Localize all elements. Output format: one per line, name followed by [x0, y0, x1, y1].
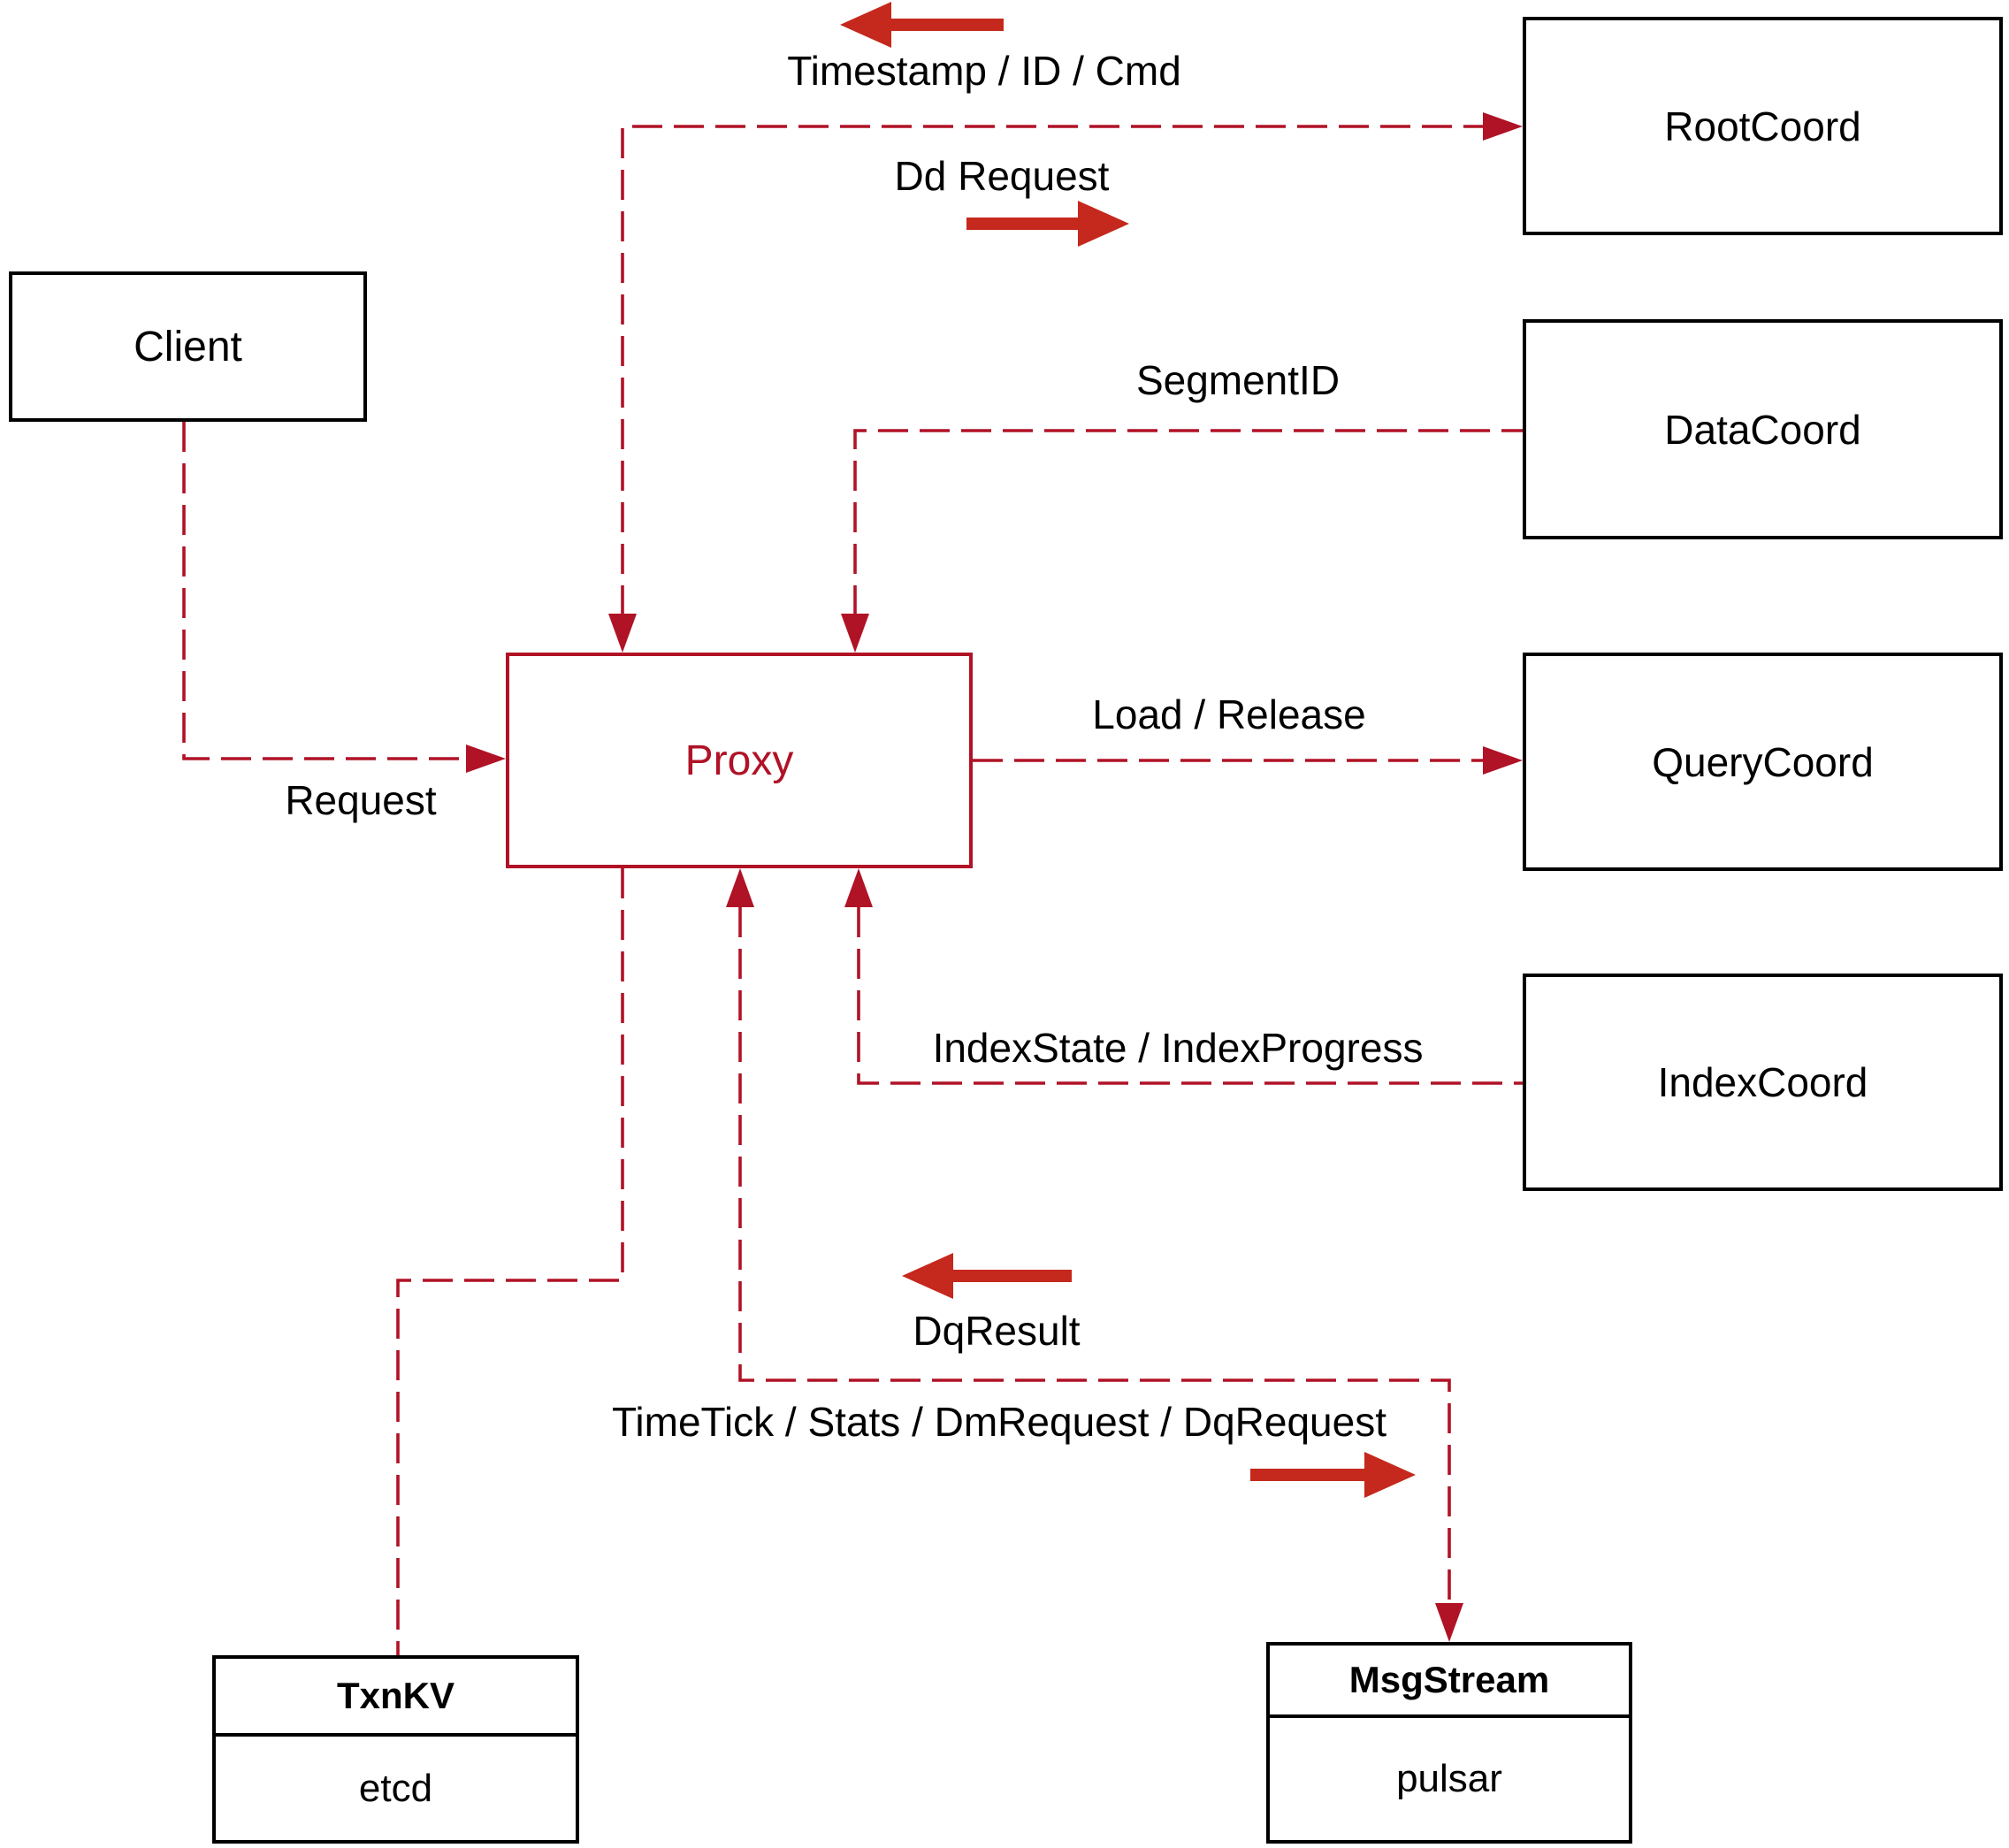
- edge-label-dd-request: Dd Request: [894, 153, 1110, 199]
- rootcoord-node: RootCoord: [1523, 17, 2003, 235]
- arrowhead-down-into-proxy-top-right-icon: [841, 614, 869, 653]
- edge-label-dq-result: DqResult: [913, 1308, 1081, 1354]
- arrowhead-right-into-querycoord-icon: [1483, 746, 1523, 775]
- arrowhead-down-into-proxy-top-left-icon: [608, 614, 637, 653]
- edge-label-index-state-progress: IndexState / IndexProgress: [932, 1025, 1424, 1071]
- connector-proxy-msgstream: [738, 907, 1451, 1603]
- txnkv-node: TxnKV etcd: [212, 1655, 579, 1844]
- timestamp-direction-left-arrow-icon: [840, 2, 1004, 48]
- txnkv-title: TxnKV: [216, 1659, 576, 1737]
- indexcoord-node: IndexCoord: [1523, 974, 2003, 1191]
- timetick-direction-right-arrow-icon: [1250, 1452, 1416, 1498]
- edge-label-request: Request: [285, 777, 437, 823]
- txnkv-implementation: etcd: [358, 1766, 433, 1810]
- edge-label-timetick-stats: TimeTick / Stats / DmRequest / DqRequest: [612, 1399, 1386, 1445]
- edge-label-timestamp-id-cmd: Timestamp / ID / Cmd: [787, 48, 1181, 94]
- arrowhead-up-into-proxy-bottom-right-icon: [844, 868, 873, 907]
- dq-result-direction-left-arrow-icon: [902, 1253, 1072, 1299]
- arrowhead-right-into-rootcoord-icon: [1483, 112, 1523, 141]
- msgstream-title: MsgStream: [1270, 1646, 1629, 1718]
- datacoord-node: DataCoord: [1523, 319, 2003, 539]
- connector-proxy-rootcoord: [621, 125, 1483, 615]
- msgstream-node: MsgStream pulsar: [1266, 1642, 1632, 1844]
- edge-label-segment-id: SegmentID: [1135, 357, 1341, 403]
- msgstream-implementation: pulsar: [1396, 1757, 1502, 1800]
- connector-client-proxy: [182, 422, 467, 760]
- arrowhead-down-into-msgstream-icon: [1435, 1603, 1463, 1642]
- connector-indexcoord-proxy: [857, 907, 1532, 1085]
- edge-label-load-release: Load / Release: [1092, 691, 1366, 737]
- client-node: Client: [9, 271, 367, 422]
- querycoord-node: QueryCoord: [1523, 653, 2003, 871]
- arrowhead-right-into-proxy-left-icon: [466, 745, 506, 773]
- dd-request-direction-right-arrow-icon: [966, 201, 1129, 247]
- arrowhead-up-into-proxy-bottom-left-icon: [726, 868, 754, 907]
- proxy-node: Proxy: [506, 653, 973, 868]
- connector-proxy-txnkv: [396, 868, 624, 1655]
- connector-datacoord-proxy: [853, 429, 1523, 615]
